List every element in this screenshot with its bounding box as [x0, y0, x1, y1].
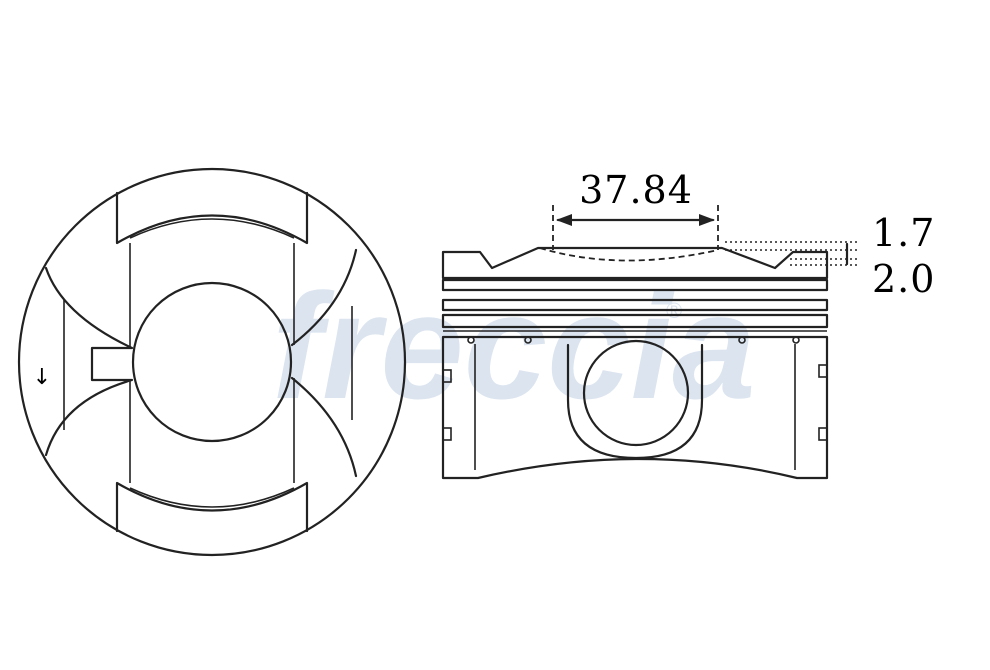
valve-pocket-top	[115, 191, 309, 245]
dimension-label-depth-a: 1.7	[872, 211, 935, 255]
pin-boss	[566, 343, 704, 460]
piston-top-view: ↓	[17, 167, 407, 557]
ring-groove-3	[441, 313, 829, 329]
valve-pocket-left	[44, 266, 134, 457]
bowl-profile-dashed	[539, 247, 719, 262]
direction-arrow-icon: ↓	[33, 365, 51, 390]
piston-outline-circle	[17, 167, 407, 557]
watermark-logo: freccia ®	[272, 262, 756, 430]
dimension-label-bowl-diameter: 37.84	[579, 168, 693, 212]
combustion-bowl-circle	[131, 281, 293, 443]
dimension-label-depth-b: 2.0	[872, 257, 935, 301]
piston-side-view	[441, 246, 829, 480]
valve-pocket-bottom	[115, 481, 309, 533]
ring-groove-2	[441, 298, 829, 312]
dimension-bowl-diameter: 37.84	[552, 168, 719, 250]
watermark-brand-text: freccia	[272, 262, 756, 430]
pin-bore-circle	[582, 339, 690, 447]
dimension-bowl-depth: 1.7 2.0	[725, 211, 935, 301]
piston-crown	[441, 246, 829, 280]
piston-skirt	[441, 335, 829, 480]
ring-groove-1	[441, 278, 829, 292]
